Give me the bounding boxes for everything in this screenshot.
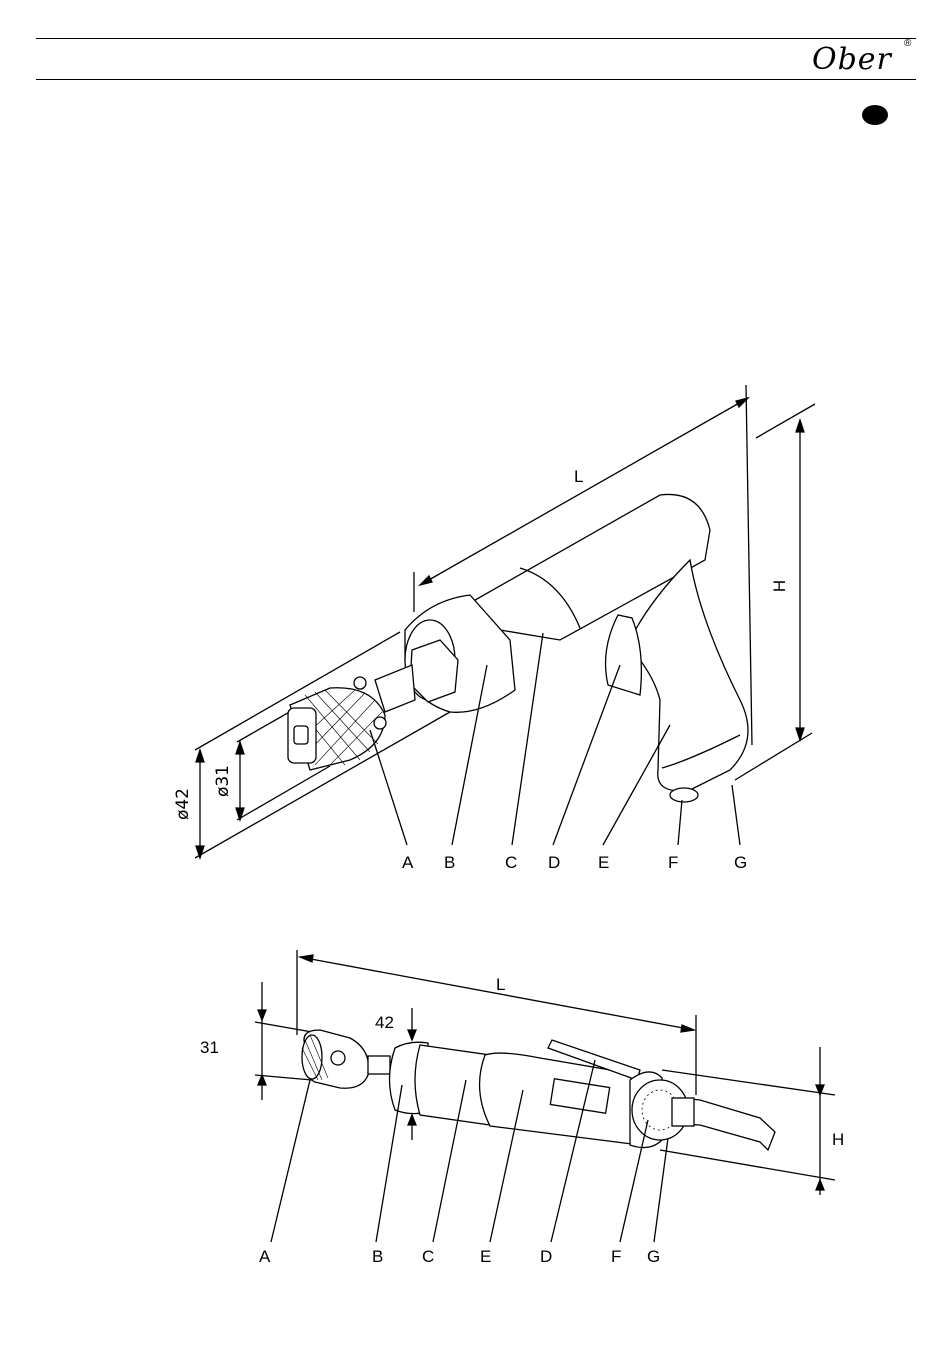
- fig2-length-label: L: [496, 975, 505, 994]
- fig1-part-f: F: [668, 853, 678, 872]
- inline-tool-figure: L 31 42 H A B C E D F G: [0, 940, 950, 1340]
- fig1-length-label: L: [574, 467, 583, 486]
- fig1-diameter-inner-label: ø31: [213, 765, 233, 797]
- fig1-part-g: G: [734, 853, 747, 872]
- fig2-part-c: C: [422, 1247, 434, 1266]
- fig1-part-d: D: [548, 853, 560, 872]
- fig2-part-e: E: [480, 1247, 491, 1266]
- fig1-part-e: E: [598, 853, 609, 872]
- fig1-part-c: C: [505, 853, 517, 872]
- fig1-height-label: H: [770, 580, 789, 592]
- fig2-part-f: F: [611, 1247, 621, 1266]
- fig1-diameter-outer-label: ø42: [173, 788, 193, 820]
- fig1-part-a: A: [402, 853, 414, 872]
- fig2-part-g: G: [647, 1247, 660, 1266]
- pistol-tool-figure: L H ø42 ø31 A B C D E F G: [0, 0, 950, 900]
- fig2-top-dimension-label: 42: [375, 1013, 394, 1032]
- fig2-part-a: A: [259, 1247, 271, 1266]
- fig2-height-label: H: [832, 1130, 844, 1149]
- fig2-part-d: D: [540, 1247, 552, 1266]
- fig2-part-b: B: [372, 1247, 383, 1266]
- fig2-left-dimension-label: 31: [200, 1038, 219, 1057]
- fig1-part-b: B: [444, 853, 455, 872]
